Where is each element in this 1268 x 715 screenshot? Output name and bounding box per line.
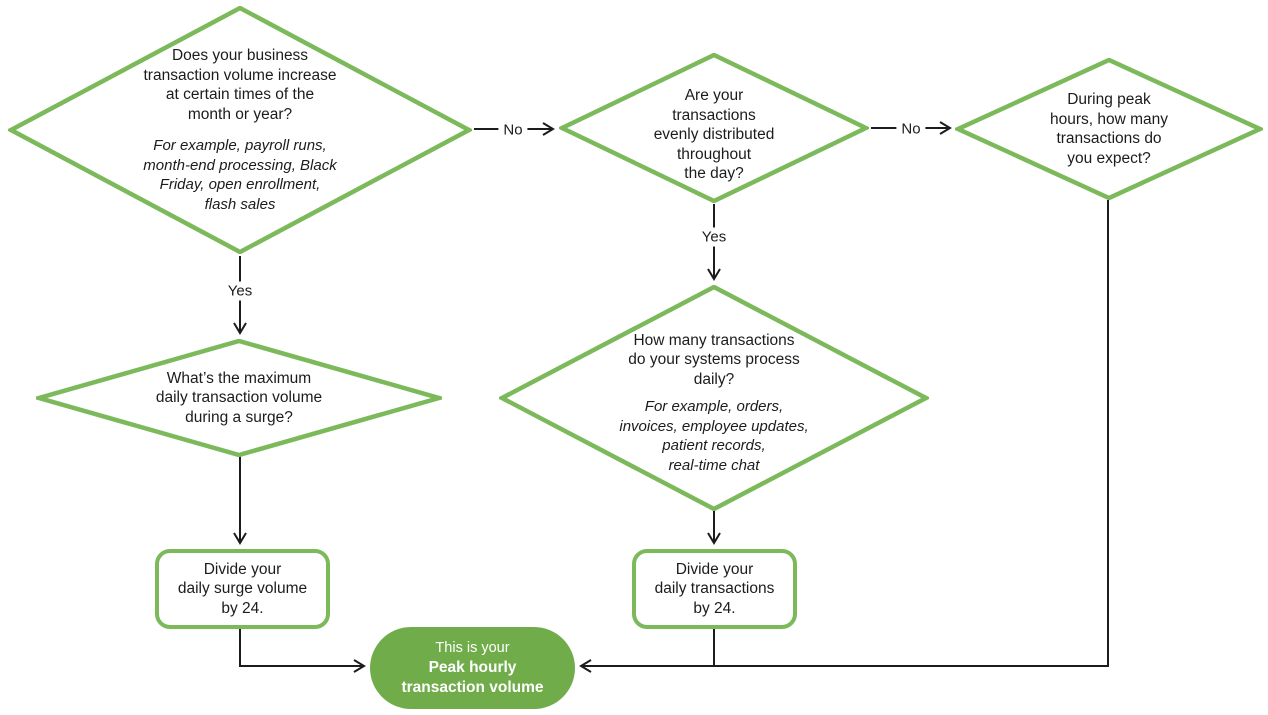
question-text: Does your business transaction volume in… (143, 47, 337, 123)
decision-evenly-distributed: Are your transactions evenly distributed… (559, 53, 869, 203)
question-text: During peak hours, how many transactions… (1049, 91, 1169, 167)
diamond-outline (559, 53, 869, 203)
edge-label-no-2: No (896, 119, 926, 139)
result-intro-text: This is your (435, 639, 510, 656)
process-divide-daily: Divide your daily transactions by 24. (632, 549, 797, 629)
edge-divide-surge-to-result (239, 629, 366, 673)
example-text: For example, orders, invoices, employee … (619, 398, 809, 474)
diamond-outline (499, 285, 929, 511)
decision-peak-hours-text: During peak hours, how many transactions… (955, 58, 1263, 200)
decision-seasonal-volume-text: Does your business transaction volume in… (8, 6, 472, 254)
diamond-outline (8, 6, 472, 254)
example-text: For example, payroll runs, month-end pro… (143, 137, 337, 213)
edge-peak-hours-to-result (579, 200, 1109, 673)
decision-peak-hours: During peak hours, how many transactions… (955, 58, 1263, 200)
question-text: Are your transactions evenly distributed… (653, 87, 775, 183)
result-peak-hourly-volume: This is your Peak hourly transaction vol… (370, 627, 575, 709)
question-text: What’s the maximum daily transaction vol… (155, 369, 323, 426)
decision-daily-count-text: How many transactions do your systems pr… (499, 285, 929, 511)
decision-daily-count: How many transactions do your systems pr… (499, 285, 929, 511)
decision-evenly-distributed-text: Are your transactions evenly distributed… (559, 53, 869, 203)
decision-surge-max: What’s the maximum daily transaction vol… (36, 339, 442, 457)
diamond-outline (955, 58, 1263, 200)
decision-surge-max-text: What’s the maximum daily transaction vol… (36, 339, 442, 457)
diamond-outline (36, 339, 442, 457)
edge-label-no-1: No (498, 120, 528, 140)
result-emphasis-text: Peak hourly transaction volume (401, 658, 544, 696)
process-divide-daily-text: Divide your daily transactions by 24. (654, 560, 775, 617)
process-divide-surge: Divide your daily surge volume by 24. (155, 549, 330, 629)
decision-seasonal-volume: Does your business transaction volume in… (8, 6, 472, 254)
edge-label-yes-1: Yes (222, 281, 258, 301)
process-divide-surge-text: Divide your daily surge volume by 24. (177, 560, 308, 617)
question-text: How many transactions do your systems pr… (628, 331, 800, 388)
edge-label-yes-2: Yes (696, 227, 732, 247)
